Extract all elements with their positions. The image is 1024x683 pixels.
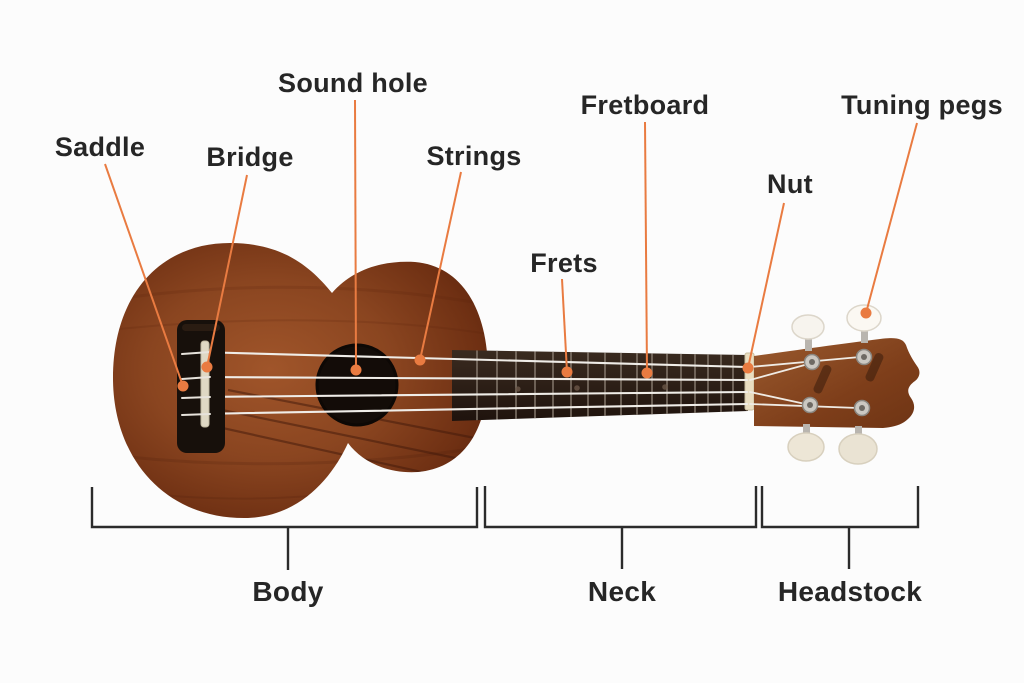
saddle-dot — [177, 380, 189, 392]
strings-dot — [414, 354, 426, 366]
frets — [476, 350, 734, 421]
headstock — [754, 338, 920, 428]
label-frets: Frets — [530, 248, 598, 278]
neck-bracket — [483, 486, 758, 569]
frets-leader-line — [561, 278, 568, 373]
label-section-neck: Neck — [587, 576, 657, 607]
frets-dot — [561, 366, 573, 378]
headstock-bracket — [760, 486, 920, 569]
label-fretboard: Fretboard — [580, 90, 710, 120]
headstock-slots — [813, 352, 884, 394]
saddle-leader-line — [104, 163, 184, 387]
nut-leader-line — [747, 202, 785, 369]
fret-markers — [515, 384, 668, 392]
label-sound-hole: Sound hole — [278, 68, 428, 98]
sound-hole — [315, 343, 399, 427]
fretboard-dot — [641, 367, 653, 379]
bridge-dot — [201, 361, 213, 373]
ukulele-body — [113, 243, 488, 519]
sound-hole-leader-line — [354, 99, 357, 371]
strings — [196, 350, 749, 416]
label-section-headstock: Headstock — [777, 576, 923, 607]
tuning-pegs-dot — [860, 307, 872, 319]
label-section-body: Body — [252, 576, 324, 607]
leader-dots — [177, 307, 872, 392]
fretboard-leader-line — [644, 121, 648, 374]
sound-hole-dot — [350, 364, 362, 376]
label-saddle: Saddle — [54, 132, 146, 162]
bridge-leader-line — [206, 174, 248, 368]
label-bridge: Bridge — [206, 142, 294, 172]
strings-leader-line — [419, 171, 462, 361]
leader-lines — [104, 99, 918, 387]
tuner-posts — [801, 348, 873, 417]
nut-dot — [742, 362, 754, 374]
label-tuning-pegs: Tuning pegs — [841, 90, 1003, 120]
label-strings: Strings — [426, 141, 522, 171]
label-nut: Nut — [767, 169, 813, 199]
bridge-highlight — [182, 324, 220, 331]
bridge-string-ends — [181, 351, 211, 416]
body-bracket — [90, 487, 479, 570]
fretboard — [452, 350, 748, 421]
tuning-pegs-leader-line — [865, 122, 918, 314]
section-brackets — [90, 486, 920, 570]
ukulele — [113, 243, 920, 519]
